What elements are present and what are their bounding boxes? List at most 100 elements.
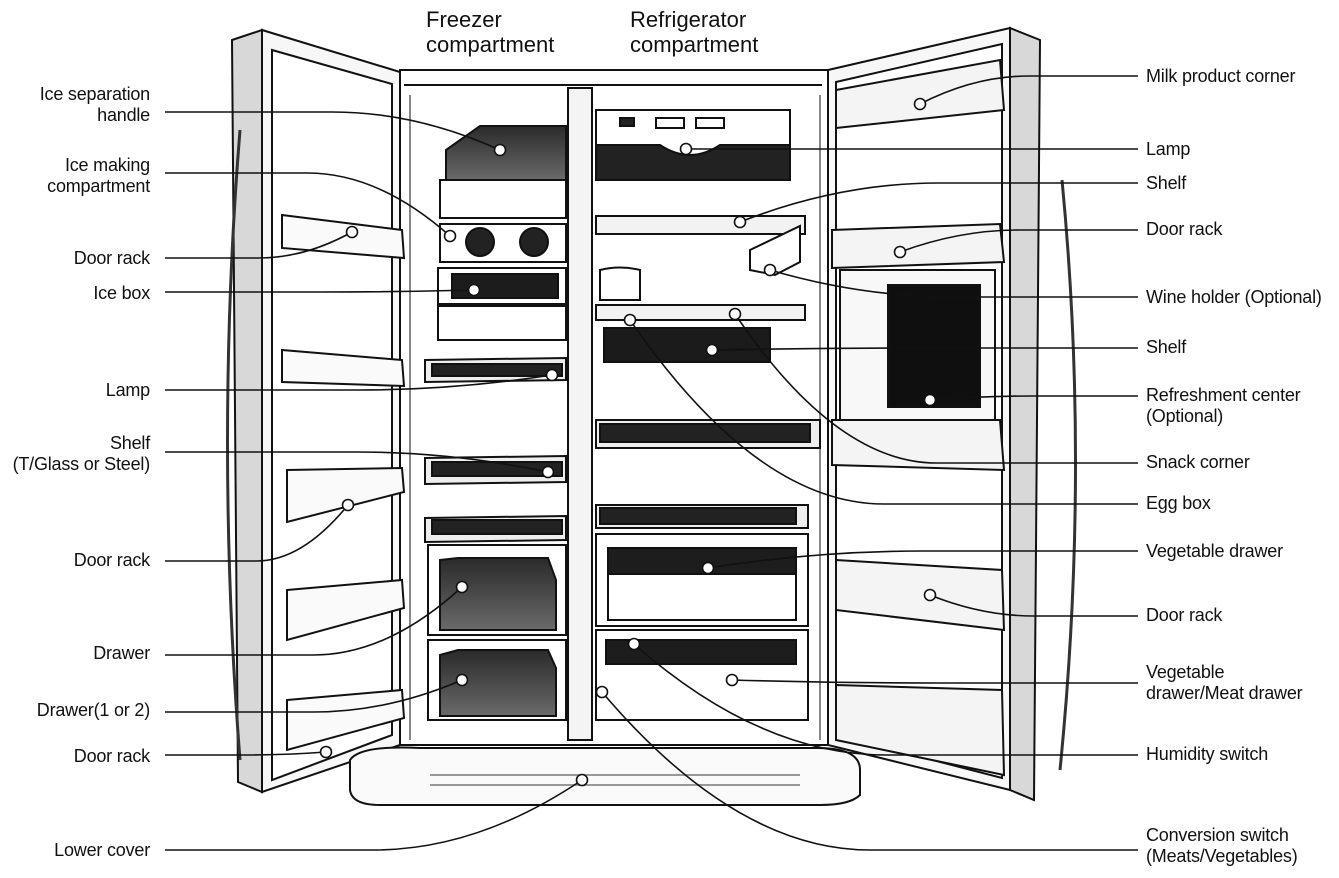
left-callout-dot-6 xyxy=(341,498,355,512)
right-leader-line-11 xyxy=(731,679,1138,684)
right-label-10: Door rack xyxy=(1146,605,1222,626)
right-leader-line-4 xyxy=(769,269,1138,298)
right-callout-dot-3 xyxy=(893,245,907,259)
right-callout-dot-12 xyxy=(627,637,641,651)
left-label-8-line-0: Drawer(1 or 2) xyxy=(36,700,150,720)
left-leader-line-2 xyxy=(165,231,353,259)
left-label-2-line-0: Door rack xyxy=(73,248,150,268)
left-label-3-line-0: Ice box xyxy=(93,283,150,303)
right-callout-dot-6 xyxy=(923,393,937,407)
left-label-3: Ice box xyxy=(93,283,150,304)
right-leader-line-12 xyxy=(633,643,1138,756)
left-callout-dot-2 xyxy=(345,225,359,239)
callout-dots xyxy=(319,97,937,787)
right-label-11-line-1: drawer/Meat drawer xyxy=(1146,683,1303,703)
left-leader-line-8 xyxy=(165,679,463,713)
right-label-1: Lamp xyxy=(1146,139,1190,160)
left-label-4: Lamp xyxy=(106,380,150,401)
right-label-2-line-0: Shelf xyxy=(1146,173,1187,193)
right-leader-line-0 xyxy=(919,75,1138,105)
right-label-7-line-0: Snack corner xyxy=(1146,452,1250,472)
left-callout-dot-1 xyxy=(443,229,457,243)
right-leader-line-5 xyxy=(711,347,1138,351)
left-label-4-line-0: Lamp xyxy=(105,380,150,400)
right-leader-line-8 xyxy=(629,319,1138,505)
left-door-racks xyxy=(281,213,406,752)
right-label-4: Wine holder (Optional) xyxy=(1146,287,1322,308)
right-leader-line-13 xyxy=(601,691,1138,851)
left-callout-dot-4 xyxy=(545,368,559,382)
left-label-7: Drawer xyxy=(93,643,150,664)
right-callout-dot-11 xyxy=(725,673,739,687)
left-label-9-line-0: Door rack xyxy=(73,746,150,766)
left-callout-dot-7 xyxy=(455,580,469,594)
right-leader-line-10 xyxy=(929,594,1138,617)
lower-cover xyxy=(349,746,861,806)
left-leader-line-6 xyxy=(165,504,349,562)
left-label-10: Lower cover xyxy=(54,840,150,861)
right-callout-dot-9 xyxy=(701,561,715,575)
right-label-10-line-0: Door rack xyxy=(1146,605,1223,625)
refrigerator-header-line1: Refrigerator xyxy=(630,7,746,32)
left-label-2: Door rack xyxy=(74,248,150,269)
right-callout-dot-4 xyxy=(763,263,777,277)
right-label-5: Shelf xyxy=(1146,337,1186,358)
freezer-header-line1: Freezer xyxy=(426,7,502,32)
right-label-1-line-0: Lamp xyxy=(1146,139,1191,159)
left-label-8: Drawer(1 or 2) xyxy=(37,700,150,721)
left-label-1-line-0: Ice making xyxy=(64,155,150,175)
right-callout-dot-13 xyxy=(595,685,609,699)
right-label-8-line-0: Egg box xyxy=(1146,493,1211,513)
right-callout-dot-1 xyxy=(679,142,693,156)
right-label-2: Shelf xyxy=(1146,173,1186,194)
right-label-0-line-0: Milk product corner xyxy=(1146,66,1296,86)
right-label-13-line-0: Conversion switch xyxy=(1146,825,1289,845)
right-label-9: Vegetable drawer xyxy=(1146,541,1283,562)
left-leader-line-1 xyxy=(165,172,451,237)
right-callout-dot-5 xyxy=(705,343,719,357)
left-callout-dot-3 xyxy=(467,283,481,297)
left-label-5: Shelf(T/Glass or Steel) xyxy=(12,433,151,475)
right-callout-dot-10 xyxy=(923,588,937,602)
refrigerator-header-line2: compartment xyxy=(630,32,758,57)
right-label-0: Milk product corner xyxy=(1146,66,1295,87)
right-label-3: Door rack xyxy=(1146,219,1222,240)
left-label-6: Door rack xyxy=(74,550,150,571)
right-label-13-line-1: (Meats/Vegetables) xyxy=(1146,846,1298,866)
right-label-8: Egg box xyxy=(1146,493,1211,514)
left-leader-line-0 xyxy=(165,111,501,151)
right-label-12: Humidity switch xyxy=(1146,744,1268,765)
right-leader-line-7 xyxy=(734,313,1138,464)
left-label-10-line-0: Lower cover xyxy=(54,840,150,860)
right-label-3-line-0: Door rack xyxy=(1146,219,1223,239)
left-label-0-line-1: handle xyxy=(97,105,150,125)
left-leader-line-4 xyxy=(165,374,553,391)
left-label-6-line-0: Door rack xyxy=(73,550,150,570)
left-label-9: Door rack xyxy=(74,746,150,767)
leader-lines xyxy=(165,75,1138,851)
left-leader-line-10 xyxy=(165,779,583,851)
freezer-header-line2: compartment xyxy=(426,32,554,57)
left-callout-dot-5 xyxy=(541,465,555,479)
left-callout-dot-10 xyxy=(575,773,589,787)
right-label-6-line-0: Refreshment center xyxy=(1146,385,1301,405)
left-label-0-line-0: Ice separation xyxy=(39,84,150,104)
left-callout-dot-0 xyxy=(493,143,507,157)
right-label-13: Conversion switch(Meats/Vegetables) xyxy=(1146,825,1298,867)
right-label-9-line-0: Vegetable drawer xyxy=(1146,541,1283,561)
right-label-5-line-0: Shelf xyxy=(1146,337,1187,357)
right-label-6-line-1: (Optional) xyxy=(1146,406,1224,426)
right-leader-line-6 xyxy=(929,395,1138,401)
left-label-5-line-1: (T/Glass or Steel) xyxy=(12,454,151,474)
right-callout-dot-0 xyxy=(913,97,927,111)
right-leader-line-2 xyxy=(739,182,1138,223)
left-label-1-line-1: compartment xyxy=(47,176,150,196)
left-callout-dot-8 xyxy=(455,673,469,687)
right-callout-dot-8 xyxy=(623,313,637,327)
right-label-7: Snack corner xyxy=(1146,452,1250,473)
right-label-12-line-0: Humidity switch xyxy=(1146,744,1269,764)
left-leader-line-7 xyxy=(165,586,463,656)
